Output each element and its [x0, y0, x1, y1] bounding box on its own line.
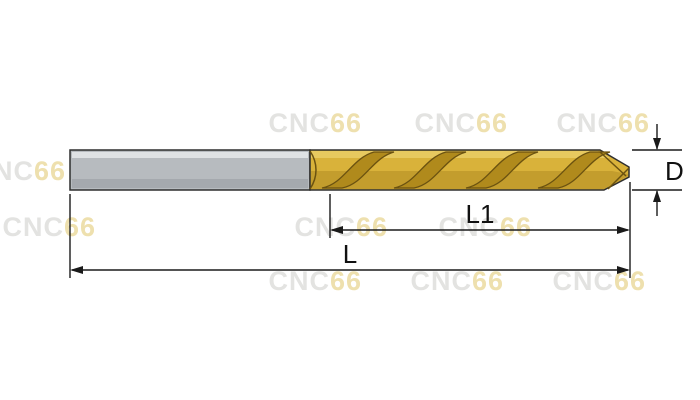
arrowhead-left-icon: [330, 226, 343, 234]
arrowhead-right-icon: [617, 226, 630, 234]
watermark: CNC 66: [553, 266, 646, 296]
watermark-text: CNC: [415, 108, 477, 138]
flute-start-line: [309, 150, 317, 190]
arrowhead-right-icon: [617, 266, 630, 274]
dimension-flute-length: L1: [329, 182, 631, 278]
watermark: CNC 66: [439, 212, 532, 242]
watermark-text: CNC: [0, 156, 34, 186]
arrowhead-up-icon: [653, 190, 661, 202]
watermark-text: CNC: [295, 212, 357, 242]
shank-highlight: [72, 152, 308, 158]
watermark: CNC 66: [415, 108, 508, 138]
watermark-text: 66: [472, 266, 504, 296]
watermark-text: 66: [618, 108, 650, 138]
watermark: CNC 66: [411, 266, 504, 296]
watermark: CNC 66: [269, 266, 362, 296]
drill-flute-body: [309, 149, 630, 191]
watermark-text: 66: [34, 156, 66, 186]
watermark-text: CNC: [553, 266, 615, 296]
tip-facet-line: [599, 151, 627, 177]
dimension-diameter: D: [632, 124, 684, 216]
flute-band: [465, 151, 539, 189]
watermark-text: 66: [476, 108, 508, 138]
watermark-text: CNC: [557, 108, 619, 138]
diameter-label: D: [665, 156, 684, 186]
watermark-text: 66: [500, 212, 532, 242]
flute-band: [393, 151, 467, 189]
watermark-text: CNC: [3, 212, 65, 242]
watermark: CNC 66: [3, 212, 96, 242]
watermark-text: 66: [64, 212, 96, 242]
overall-length-label: L: [343, 239, 357, 269]
dimension-overall-length: L: [69, 194, 630, 278]
flute-band: [321, 151, 395, 189]
watermark-text: CNC: [439, 212, 501, 242]
watermark-layer: CNC 66 CNC 66 CNC 66 CNC 66 CNC 66 CNC 6…: [0, 108, 650, 296]
flute-length-label: L1: [466, 199, 495, 229]
arrowhead-down-icon: [653, 138, 661, 150]
tip-facet-line: [607, 167, 630, 190]
watermark: CNC 66: [0, 156, 66, 186]
watermark-text: CNC: [269, 108, 331, 138]
shank-shadow: [72, 179, 308, 188]
flute-band: [537, 151, 611, 189]
watermark: CNC 66: [557, 108, 650, 138]
watermark: CNC 66: [269, 108, 362, 138]
watermark-text: 66: [330, 266, 362, 296]
watermark-text: 66: [330, 108, 362, 138]
watermark: CNC 66: [295, 212, 388, 242]
watermark-text: CNC: [411, 266, 473, 296]
drill-bit: [69, 149, 630, 191]
arrowhead-left-icon: [70, 266, 83, 274]
watermark-text: CNC: [269, 266, 331, 296]
watermark-text: 66: [356, 212, 388, 242]
